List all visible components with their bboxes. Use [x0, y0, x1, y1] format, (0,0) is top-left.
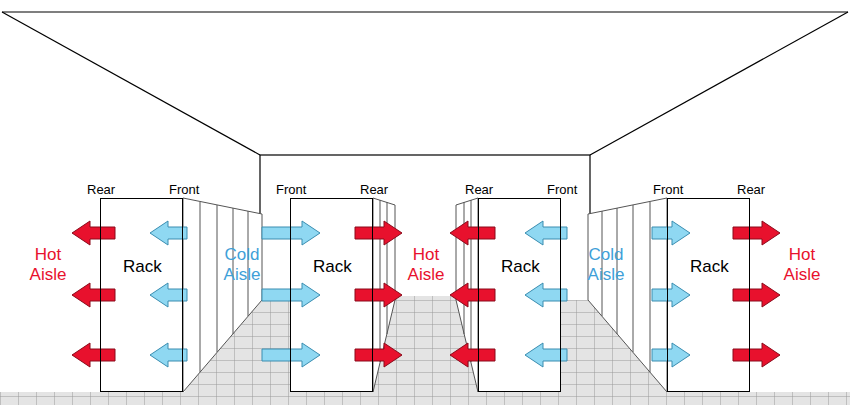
- server-rack: RearFrontRack: [100, 198, 183, 392]
- hot-air-arrow: [733, 343, 780, 367]
- side-label: Rear: [465, 182, 493, 197]
- rack-label: Rack: [123, 257, 162, 277]
- cold-air-arrow: [262, 343, 320, 367]
- hot-air-arrow: [72, 221, 115, 245]
- aisle-label: Cold Aisle: [220, 245, 264, 285]
- aisle-label: Hot Aisle: [26, 245, 70, 285]
- aisle-label: Hot Aisle: [404, 245, 448, 285]
- rack-label: Rack: [313, 257, 352, 277]
- hot-air-arrow: [450, 283, 495, 307]
- hot-air-arrow: [355, 221, 402, 245]
- side-label: Rear: [87, 182, 115, 197]
- hot-air-arrow: [355, 283, 402, 307]
- cold-air-arrow: [150, 221, 187, 245]
- cold-air-arrow: [652, 283, 690, 307]
- hot-air-arrow: [733, 283, 780, 307]
- cold-air-arrow: [262, 283, 320, 307]
- side-label: Front: [653, 182, 683, 197]
- hot-air-arrow: [72, 283, 115, 307]
- hot-air-arrow: [72, 343, 115, 367]
- hot-air-arrow: [450, 221, 495, 245]
- aisle-label: Hot Aisle: [780, 245, 824, 285]
- side-label: Front: [547, 182, 577, 197]
- cold-air-arrow: [652, 221, 690, 245]
- hot-air-arrow: [355, 343, 402, 367]
- cold-air-arrow: [150, 283, 187, 307]
- cold-air-arrow: [652, 343, 690, 367]
- cold-air-arrow: [262, 221, 320, 245]
- rack-label: Rack: [501, 257, 540, 277]
- side-label: Front: [276, 182, 306, 197]
- server-rack: RearFrontRack: [478, 198, 561, 392]
- hot-air-arrow: [733, 221, 780, 245]
- hot-air-arrow: [450, 343, 495, 367]
- side-label: Front: [169, 182, 199, 197]
- aisle-label: Cold Aisle: [584, 245, 628, 285]
- server-rack: FrontRearRack: [667, 198, 750, 392]
- cold-air-arrow: [150, 343, 187, 367]
- rack-label: Rack: [690, 257, 729, 277]
- side-label: Rear: [360, 182, 388, 197]
- server-rack: FrontRearRack: [290, 198, 373, 392]
- side-label: Rear: [737, 182, 765, 197]
